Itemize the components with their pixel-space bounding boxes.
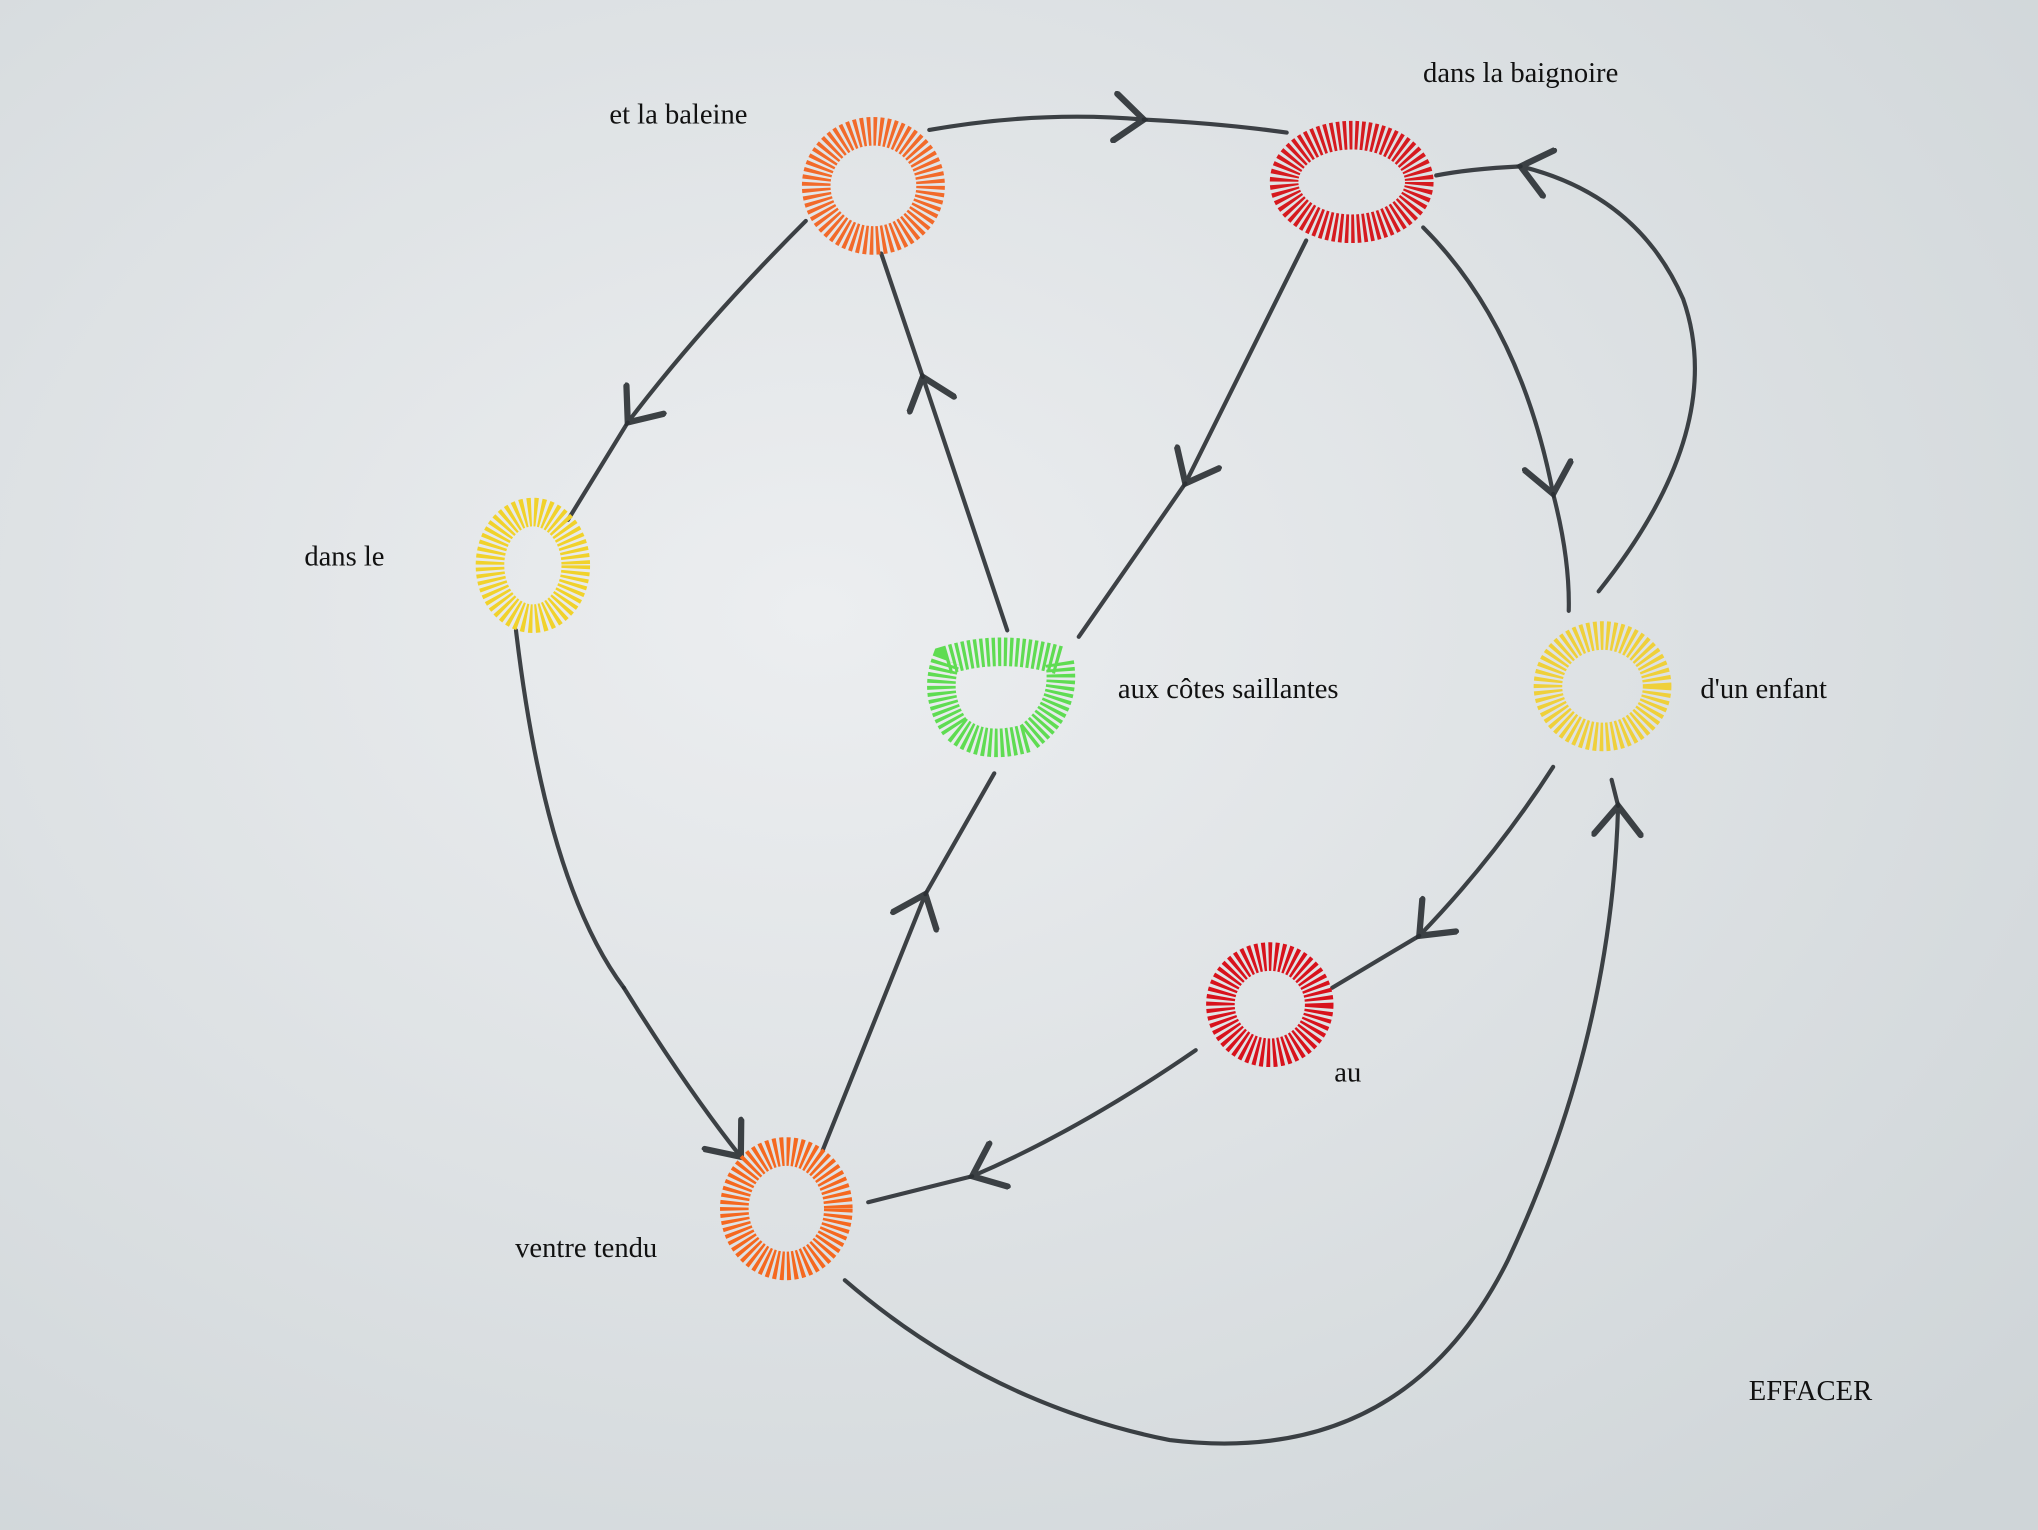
ring-au[interactable] (1206, 942, 1334, 1068)
label-dans-la-baignoire: dans la baignoire (1423, 58, 1618, 89)
edge-dans-le-to-ventre (513, 628, 741, 1156)
ring-d-un-enfant[interactable] (1533, 621, 1672, 752)
edge-baignoire-to-cotes (1076, 238, 1309, 639)
edge-baleine-to-baignoire (927, 117, 1289, 133)
ring-ventre-tendu[interactable] (720, 1137, 853, 1281)
edge-ventre-to-cotes (820, 771, 997, 1153)
ring-et-la-baleine[interactable] (801, 116, 945, 255)
edge-enfant-to-au (1330, 764, 1556, 990)
label-et-la-baleine: et la baleine (609, 99, 747, 130)
erase-button[interactable]: EFFACER (1749, 1376, 1873, 1407)
edge-au-to-ventre (866, 1048, 1198, 1205)
label-dans-le: dans le (304, 541, 384, 572)
ring-dans-la-baignoire[interactable] (1269, 120, 1434, 244)
ring-aux-cotes-saillantes[interactable] (927, 637, 1076, 758)
label-aux-cotes-saillantes: aux côtes saillantes (1118, 674, 1339, 705)
edge-cotes-to-baleine (879, 251, 1010, 633)
edge-baleine-to-dans-le (565, 218, 808, 522)
label-au: au (1334, 1057, 1361, 1088)
ring-dans-le[interactable] (475, 497, 591, 633)
edge-ventre-to-enfant (842, 777, 1618, 1446)
edge-enfant-to-baignoire (1434, 166, 1697, 594)
label-d-un-enfant: d'un enfant (1700, 674, 1827, 705)
edge-baignoire-to-enfant (1421, 225, 1569, 613)
label-ventre-tendu: ventre tendu (515, 1233, 657, 1264)
